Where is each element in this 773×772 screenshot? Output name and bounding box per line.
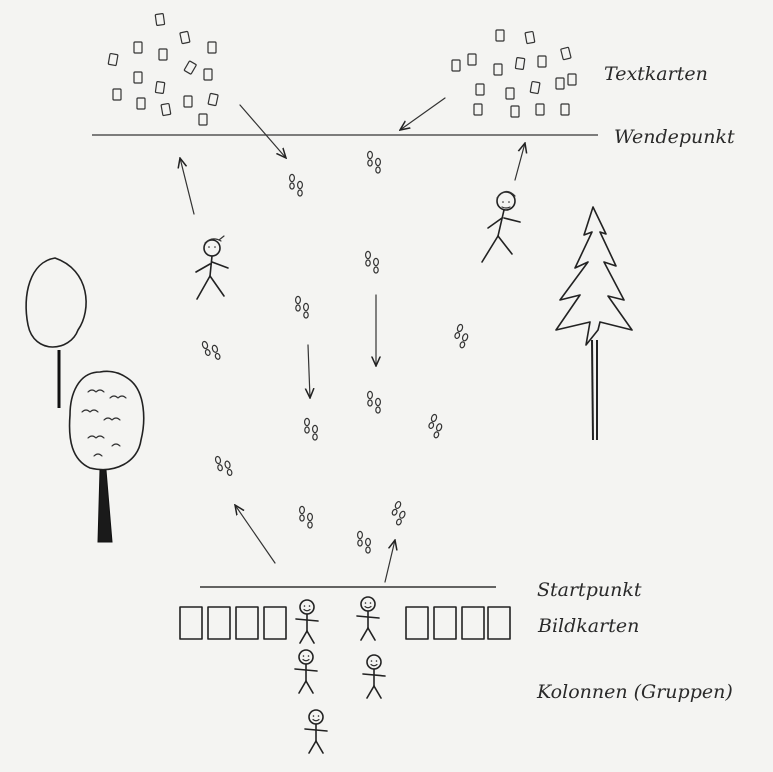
group-column-right <box>356 596 386 699</box>
text-cards-left <box>107 12 219 126</box>
label-start-point: Startpunkt <box>537 579 642 601</box>
card-icon <box>207 606 231 640</box>
text-cards-right <box>451 29 577 118</box>
arrow-icon <box>235 505 276 564</box>
stick-figure-icon <box>295 599 319 644</box>
footprints-trail <box>200 150 472 554</box>
fir-tree-icon <box>555 206 633 441</box>
runner-left <box>195 235 229 300</box>
card-icon <box>461 606 485 640</box>
arrow-icon <box>384 540 395 583</box>
label-turning-point: Wendepunkt <box>614 126 735 148</box>
card-icon <box>263 606 287 640</box>
runner-right <box>481 190 521 263</box>
picture-cards-left <box>179 606 287 640</box>
stick-figure-icon <box>356 596 380 641</box>
card-icon <box>235 606 259 640</box>
arrow-icon <box>514 143 525 181</box>
group-column-left <box>294 599 328 754</box>
card-icon <box>433 606 457 640</box>
label-text-cards: Textkarten <box>604 63 708 85</box>
label-columns-groups: Kolonnen (Gruppen) <box>536 681 733 703</box>
card-icon <box>179 606 203 640</box>
arrows <box>180 97 525 583</box>
arrow-icon <box>239 104 286 158</box>
picture-cards-right <box>405 606 511 640</box>
tree-icon <box>25 257 87 408</box>
tree-icon <box>68 370 145 543</box>
stick-figure-icon <box>304 709 328 754</box>
label-picture-cards: Bildkarten <box>537 615 639 637</box>
arrow-icon <box>308 344 310 398</box>
card-icon <box>487 606 511 640</box>
card-icon <box>405 606 429 640</box>
stick-figure-icon <box>294 649 318 694</box>
arrow-icon <box>180 158 195 215</box>
arrow-icon <box>400 97 446 130</box>
stick-figure-icon <box>362 654 386 699</box>
